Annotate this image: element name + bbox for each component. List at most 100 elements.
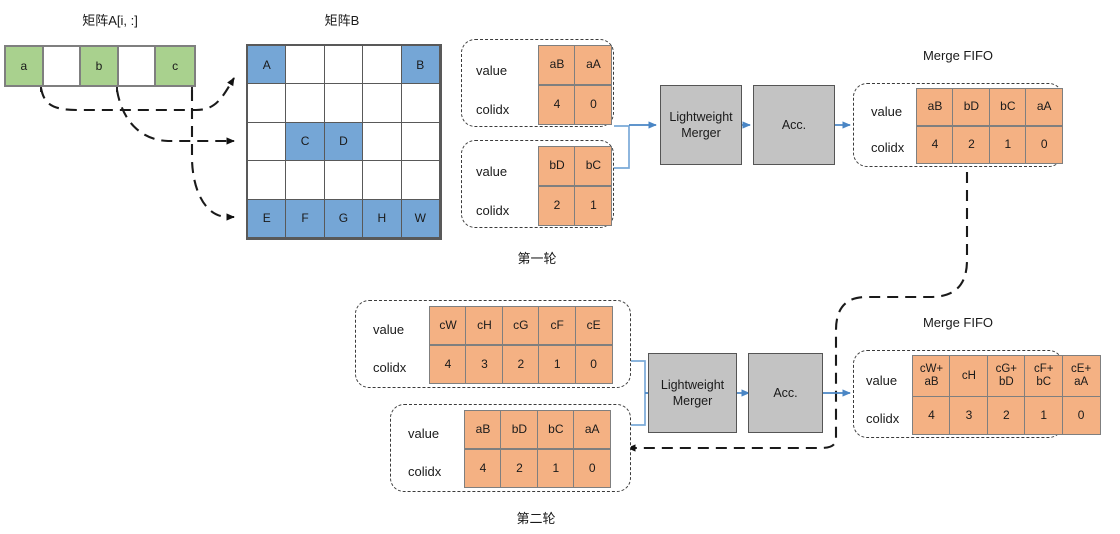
record-cell-2: 2 xyxy=(986,396,1026,435)
record-cell-0: 4 xyxy=(429,345,467,384)
record-cell-0: 4 xyxy=(464,449,502,488)
record-cell-0: cW xyxy=(429,306,467,345)
record-cell-0: cW+aB xyxy=(912,355,951,397)
record-cell-0: 4 xyxy=(916,126,954,164)
round1-title: 第一轮 xyxy=(517,251,557,266)
record-cell-3: cF xyxy=(538,306,577,345)
record-cell-1: cH xyxy=(465,306,504,345)
record-cell-2: cG xyxy=(501,306,540,345)
matrix-a-cell-1 xyxy=(43,47,82,85)
round1-acc-block: Acc. xyxy=(753,85,835,165)
colidx-label: colidx xyxy=(373,360,407,375)
matrix-b-cell-r0c1 xyxy=(286,46,325,85)
record-cell-3: 0 xyxy=(1025,126,1064,164)
record-cell-2: 2 xyxy=(501,345,540,384)
colidx-label: colidx xyxy=(408,464,442,479)
block-label: Acc. xyxy=(781,117,807,132)
matrix-b-cell-r2c2: D xyxy=(324,122,364,162)
round2-acc-block: Acc. xyxy=(748,353,823,433)
block-label: Lightweight Merger xyxy=(669,109,733,140)
record-cell-3: aA xyxy=(1025,88,1064,126)
matrix-b-cell-r1c4 xyxy=(401,84,440,123)
matrix-b-title: 矩阵B xyxy=(324,13,360,28)
matrix-b-cell-r2c3 xyxy=(363,122,402,162)
value-label: value xyxy=(476,164,508,179)
record-cell-3: cF+bC xyxy=(1024,355,1064,397)
matrix-b-cell-r1c0 xyxy=(248,84,287,123)
matrix-b-cell-r1c1 xyxy=(286,84,325,123)
merge-fifo-1-title: Merge FIFO xyxy=(922,48,994,63)
matrix-b-cell-r3c2 xyxy=(324,161,364,200)
matrix-b-cell-r1c3 xyxy=(363,84,402,123)
record-cell-3: 1 xyxy=(1024,396,1064,435)
record-cell-4: cE xyxy=(574,306,613,345)
record-cell-0: bD xyxy=(538,146,576,186)
colidx-label: colidx xyxy=(871,140,905,155)
matrix-a-cell-0: a xyxy=(6,47,44,85)
record-cell-0: aB xyxy=(538,45,576,85)
value-label: value xyxy=(408,426,440,441)
record-cell-3: 0 xyxy=(573,449,612,488)
colidx-label: colidx xyxy=(866,411,900,426)
matrix-a-cell-4: c xyxy=(156,47,194,85)
matrix-b-cell-r0c3 xyxy=(363,46,402,85)
block-label: Lightweight Merger xyxy=(660,377,725,408)
matrix-b-cell-r4c0: E xyxy=(248,199,287,238)
matrix-b-cell-r0c2 xyxy=(324,46,364,85)
matrix-a-title: 矩阵A[i, :] xyxy=(82,13,138,28)
round2-lightweight-merger-block: Lightweight Merger xyxy=(648,353,737,433)
record-cell-1: 2 xyxy=(952,126,991,164)
round1-lightweight-merger-block: Lightweight Merger xyxy=(660,85,742,165)
record-cell-3: 1 xyxy=(538,345,577,384)
matrix-b-cell-r3c1 xyxy=(286,161,325,200)
matrix-b-cell-r0c4: B xyxy=(401,46,440,85)
record-cell-2: 1 xyxy=(536,449,575,488)
matrix-b-cell-r4c4: W xyxy=(401,199,440,238)
record-cell-1: cH xyxy=(949,355,989,397)
record-cell-0: 2 xyxy=(538,186,576,226)
record-cell-1: 2 xyxy=(500,449,539,488)
record-cell-2: cG+bD xyxy=(986,355,1026,397)
value-label: value xyxy=(476,63,508,78)
record-cell-4: cE+aA xyxy=(1061,355,1101,397)
colidx-label: colidx xyxy=(476,102,510,117)
record-cell-2: bC xyxy=(988,88,1027,126)
matrix-b-cell-r0c0: A xyxy=(248,46,287,85)
record-cell-3: aA xyxy=(573,410,612,449)
matrix-b-cell-r2c4 xyxy=(401,122,440,162)
record-cell-1: aA xyxy=(574,45,613,85)
matrix-b-cell-r3c0 xyxy=(248,161,287,200)
dashed-link-c-to-rowE xyxy=(190,90,235,221)
matrix-a-cell-3 xyxy=(118,47,157,85)
round2-input-connector xyxy=(631,360,646,426)
record-cell-2: 1 xyxy=(988,126,1027,164)
round2-title: 第二轮 xyxy=(516,511,556,526)
record-cell-2: bC xyxy=(536,410,575,449)
round1-input-connector xyxy=(614,125,630,169)
dashed-link-b-to-rowCD xyxy=(115,89,235,145)
record-cell-1: 3 xyxy=(465,345,504,384)
value-label: value xyxy=(866,373,898,388)
record-cell-4: 0 xyxy=(1061,396,1101,435)
matrix-b-cell-r3c4 xyxy=(401,161,440,200)
merge-fifo-2-title: Merge FIFO xyxy=(922,315,994,330)
record-cell-4: 0 xyxy=(574,345,613,384)
record-cell-1: bD xyxy=(952,88,991,126)
value-label: value xyxy=(871,104,903,119)
